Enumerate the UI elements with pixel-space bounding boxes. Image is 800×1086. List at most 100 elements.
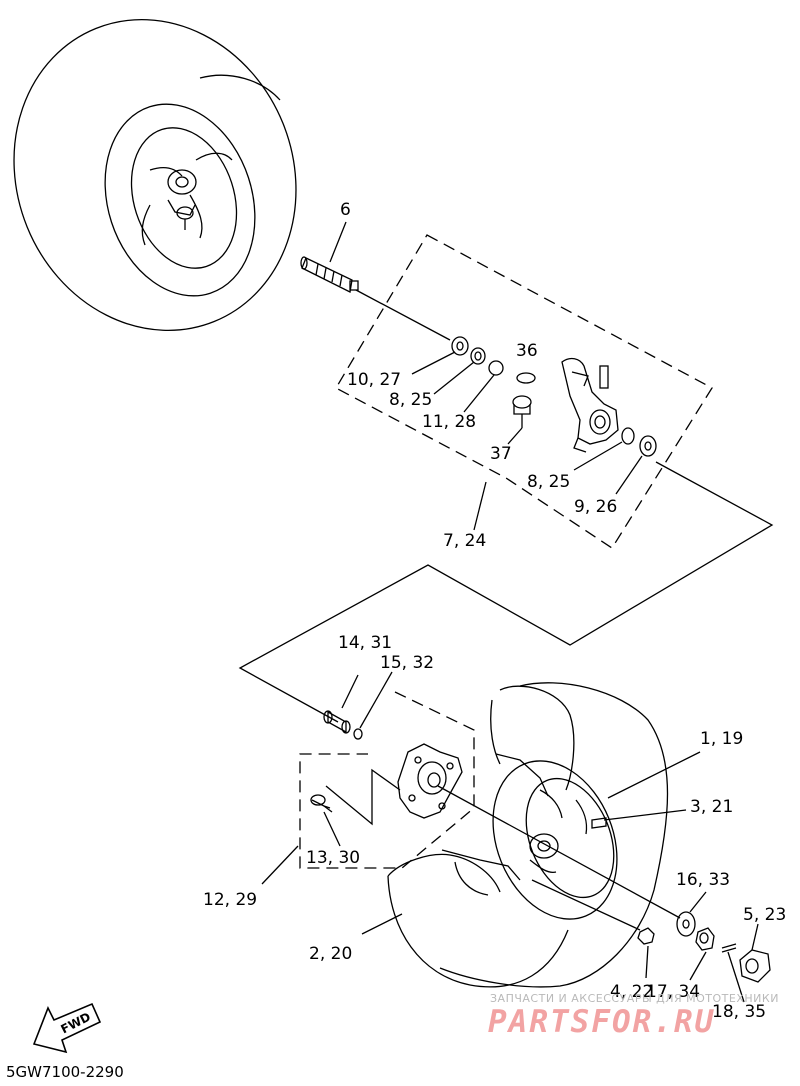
plain-washer-hole bbox=[682, 919, 690, 929]
o-ring bbox=[353, 728, 363, 740]
part-label: 2, 20 bbox=[309, 944, 353, 964]
part-label: 9, 26 bbox=[574, 497, 618, 517]
group-boundary-dashed bbox=[299, 691, 475, 869]
upper-rim-inner bbox=[130, 127, 238, 269]
leader-line bbox=[361, 913, 403, 935]
circlip bbox=[516, 372, 536, 384]
steering-knuckle bbox=[561, 357, 619, 453]
axle-line bbox=[437, 785, 681, 919]
upper-rim-spoke bbox=[149, 166, 183, 177]
part-label: 36 bbox=[516, 341, 538, 361]
part-label: 3, 21 bbox=[690, 797, 734, 817]
lower-tire-outer bbox=[439, 682, 669, 988]
leader-line bbox=[411, 351, 456, 375]
leader-line bbox=[323, 811, 341, 847]
axis-line bbox=[355, 289, 451, 341]
oil-seal-inner bbox=[456, 341, 464, 351]
part-label: 8, 25 bbox=[527, 472, 571, 492]
watermark-brand: PARTSFOR.RU bbox=[488, 1004, 716, 1040]
lower-rim-flange bbox=[525, 777, 615, 899]
leader-line bbox=[341, 674, 359, 709]
leader-line bbox=[473, 481, 487, 531]
part-label: 4, 22 bbox=[610, 982, 654, 1002]
hub-bolt bbox=[310, 794, 333, 813]
part-label: 15, 32 bbox=[380, 653, 435, 673]
upper-wheel-assembly bbox=[13, 19, 297, 331]
oil-seal-inner bbox=[644, 441, 652, 451]
wheel-hub bbox=[397, 743, 463, 819]
bearing bbox=[470, 347, 486, 365]
group-boundary-dashed bbox=[335, 234, 713, 549]
lower-rim-spoke bbox=[575, 799, 588, 835]
fwd-arrow-icon bbox=[32, 1002, 102, 1054]
lower-rim-spoke bbox=[539, 789, 563, 819]
leader-line bbox=[689, 951, 707, 981]
part-label: 13, 30 bbox=[306, 848, 361, 868]
part-label: 5, 23 bbox=[743, 905, 787, 925]
upper-hub bbox=[167, 169, 197, 195]
part-label: 18, 35 bbox=[712, 1002, 767, 1022]
upper-tire-outline bbox=[13, 19, 297, 331]
rim-edge bbox=[441, 849, 521, 881]
lower-wheel-assembly bbox=[387, 682, 669, 988]
leader-line bbox=[615, 455, 643, 495]
bearing-inner bbox=[474, 351, 482, 361]
lower-rim-hub-center bbox=[537, 840, 551, 852]
leader-line bbox=[463, 374, 495, 413]
leader-line bbox=[261, 845, 299, 885]
part-label: 14, 31 bbox=[338, 633, 393, 653]
leader-line bbox=[603, 809, 687, 821]
castle-nut bbox=[695, 927, 715, 951]
leader-line bbox=[645, 945, 649, 979]
upper-rim-spoke bbox=[141, 204, 151, 246]
lower-rim-hub bbox=[529, 833, 559, 859]
connector-line bbox=[325, 768, 401, 826]
lower-tire-near-inner bbox=[454, 861, 489, 896]
ball-joint bbox=[512, 395, 532, 428]
upper-hub-center bbox=[175, 176, 189, 188]
spacer-collar bbox=[488, 360, 504, 376]
leader-line bbox=[727, 951, 745, 1003]
lower-tire-inner-lip bbox=[490, 699, 501, 765]
upper-rim-spoke bbox=[189, 194, 203, 239]
lower-rim-spoke bbox=[529, 859, 557, 874]
upper-tire-tread-line bbox=[199, 74, 281, 101]
bearing bbox=[621, 427, 635, 445]
lower-rim-outer bbox=[492, 760, 618, 920]
watermark-tagline: ЗАПЧАСТИ И АКСЕССУАРЫ ДЛЯ МОТОТЕХНИКИ bbox=[490, 992, 779, 1005]
leader-line bbox=[573, 441, 623, 471]
oil-seal bbox=[639, 435, 657, 457]
leader-line bbox=[751, 923, 759, 951]
plain-washer bbox=[676, 911, 696, 937]
lower-tire-near-lip bbox=[387, 853, 501, 893]
part-label: 7, 24 bbox=[443, 531, 487, 551]
upper-rim-spoke bbox=[195, 152, 233, 161]
part-label: 10, 27 bbox=[347, 370, 402, 390]
hub-cap bbox=[739, 949, 771, 983]
cotter-pin bbox=[721, 943, 737, 953]
part-label: 16, 33 bbox=[676, 870, 731, 890]
oil-seal bbox=[451, 336, 469, 356]
part-label: 17, 34 bbox=[646, 982, 701, 1002]
lower-tire-near bbox=[387, 875, 569, 988]
upper-rim-outer bbox=[104, 103, 256, 297]
part-label: 11, 28 bbox=[422, 412, 477, 432]
tire-valve bbox=[591, 817, 607, 829]
axle-line bbox=[531, 879, 641, 931]
knuckle-group bbox=[300, 221, 713, 549]
leader-line bbox=[329, 221, 347, 263]
part-label: 12, 29 bbox=[203, 890, 258, 910]
leader-line bbox=[507, 427, 523, 445]
part-label: 8, 25 bbox=[389, 390, 433, 410]
hub-group bbox=[261, 671, 475, 885]
part-label: 1, 19 bbox=[700, 729, 744, 749]
rim-edge bbox=[495, 753, 549, 797]
leader-line bbox=[359, 671, 393, 729]
part-label: 37 bbox=[490, 444, 512, 464]
leader-line bbox=[607, 751, 701, 799]
connector-line bbox=[238, 461, 774, 723]
lug-nut bbox=[637, 927, 655, 945]
axle-shaft bbox=[300, 256, 359, 293]
